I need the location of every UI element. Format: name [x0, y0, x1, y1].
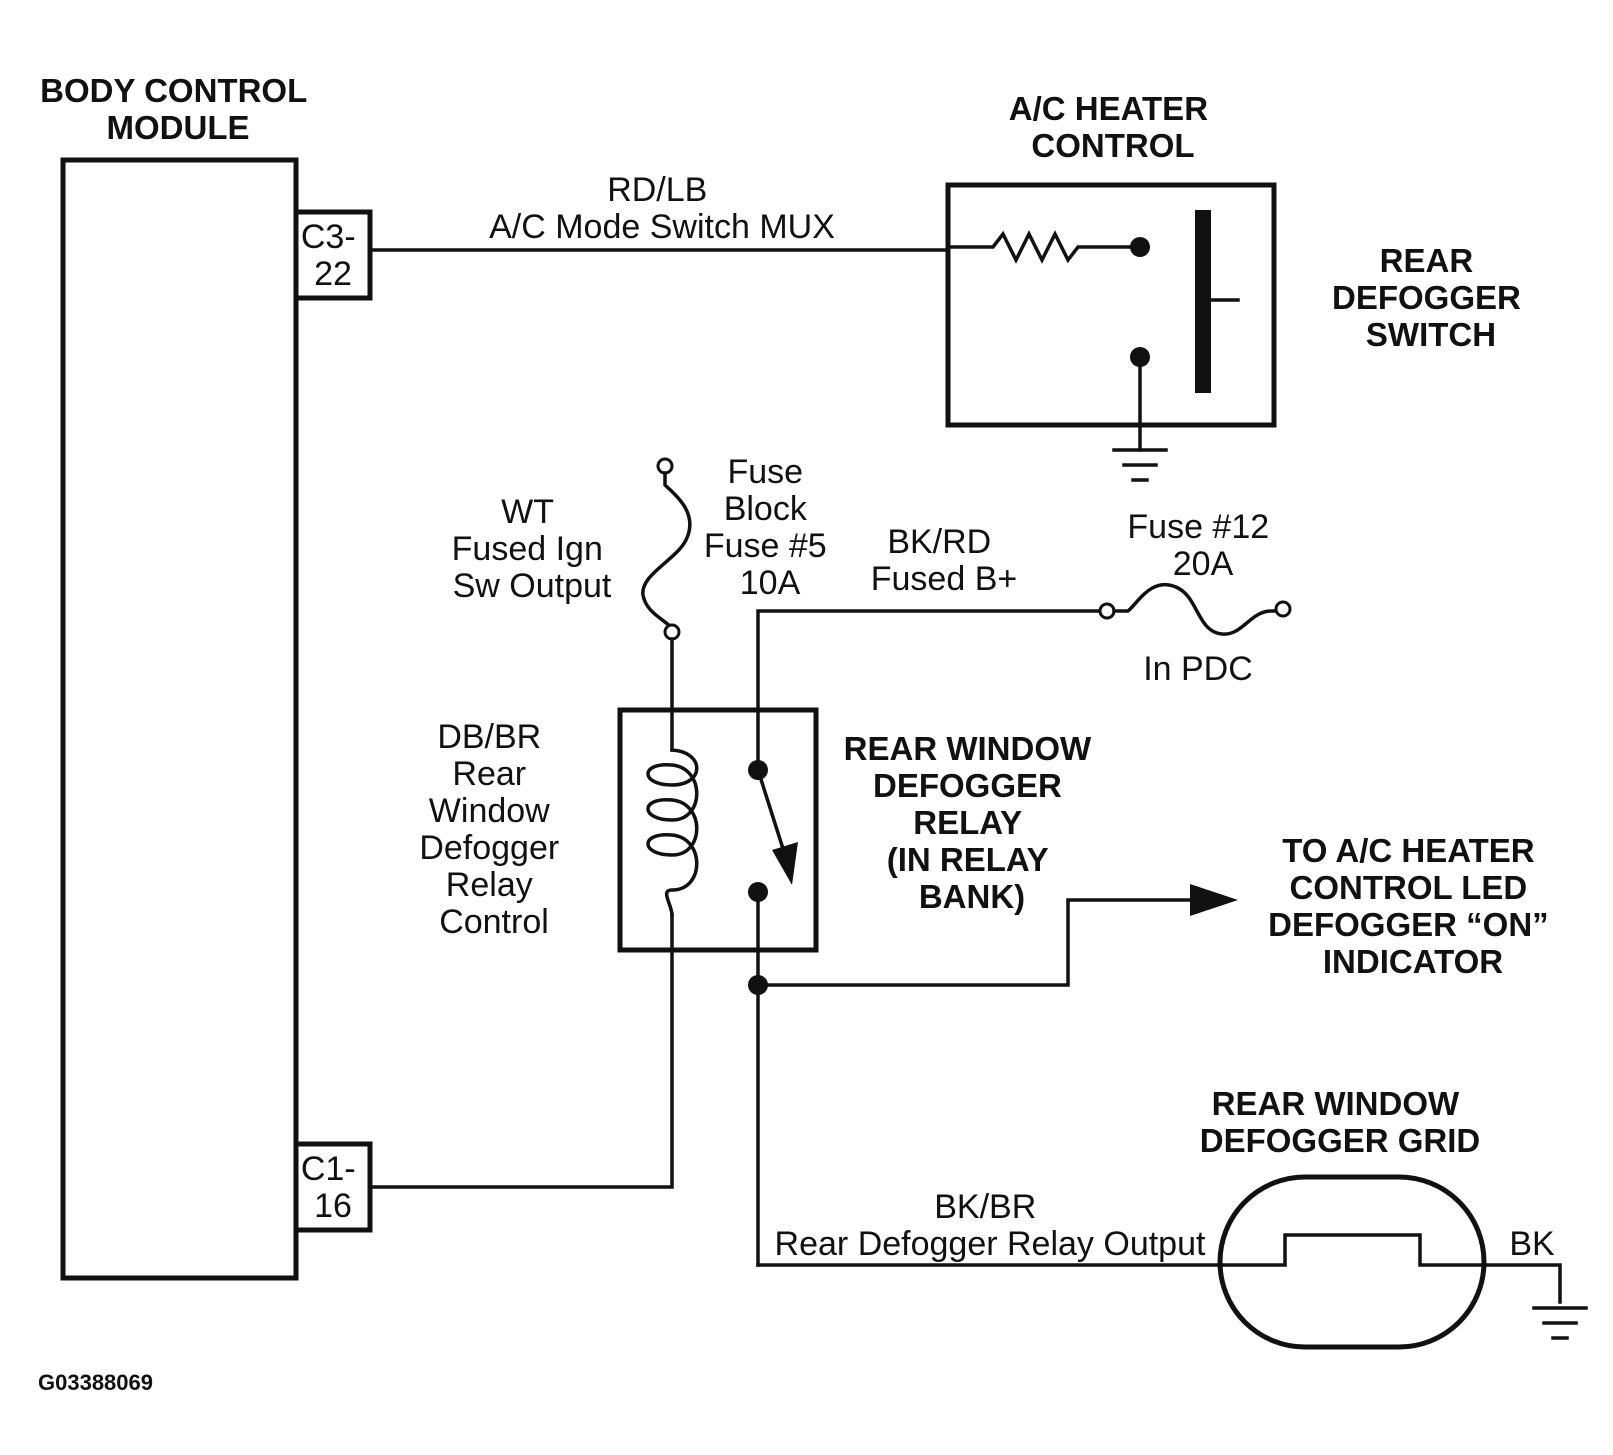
fuse-5-terminal-bottom — [663, 623, 681, 641]
wire-wt-label: WT Fused Ign Sw Output — [452, 493, 613, 605]
bcm-label: BODY CONTROL MODULE — [40, 72, 316, 146]
ac-heater-control: A/C HEATER CONTROL REAR DEFOGGER SWITCH — [945, 90, 1530, 482]
fuse-5-symbol — [641, 471, 692, 631]
body-control-module: BODY CONTROL MODULE C3- 22 C1- 16 — [40, 72, 373, 1281]
wire-label-line: DB/BR — [437, 718, 541, 756]
connector-label-line: C3- — [301, 218, 356, 256]
fuse-12-terminal-left — [1098, 602, 1116, 620]
ac-heater-control-label: A/C HEATER CONTROL — [1009, 90, 1217, 164]
relay-label-line: DEFOGGER — [873, 767, 1062, 804]
grid-outline — [1217, 1174, 1487, 1350]
connector-label-line: 16 — [314, 1187, 352, 1225]
ac-heater-label-line: A/C HEATER — [1009, 90, 1208, 127]
relay-label-line: BANK) — [919, 878, 1025, 915]
led-label-line: CONTROL LED — [1290, 869, 1528, 906]
wire-label-line: Relay — [446, 866, 533, 904]
relay-switch-arm — [755, 767, 788, 858]
relay-coil-symbol — [646, 748, 699, 917]
ground-icon — [1532, 1306, 1588, 1340]
fuse-12: Fuse #12 20A In PDC — [1098, 508, 1292, 688]
ac-heater-label-line: CONTROL — [1031, 127, 1194, 164]
wire-db-br-label: DB/BR Rear Window Defogger Relay Control — [419, 718, 568, 941]
connector-c3-22-label: C3- 22 — [301, 218, 365, 293]
wire-label-line: Window — [429, 792, 550, 830]
arrow-right-icon — [1190, 884, 1238, 916]
wire-bk-br-label: BK/BR Rear Defogger Relay Output — [775, 1188, 1206, 1263]
fuse-label-line: Fuse #5 — [704, 527, 827, 565]
connector-label-line: 22 — [314, 255, 352, 293]
relay-label-line: REAR WINDOW — [844, 730, 1092, 767]
switch-label-line: REAR — [1380, 242, 1474, 279]
wire-rd-lb-label: RD/LB A/C Mode Switch MUX — [489, 171, 835, 246]
bcm-label-line: BODY CONTROL — [40, 72, 307, 109]
rear-defogger-switch-label: REAR DEFOGGER SWITCH — [1332, 242, 1530, 353]
fuse-5-label: Fuse Block Fuse #5 10A — [704, 453, 836, 602]
wire-label-line: Defogger — [419, 829, 559, 867]
wire-to-ac-led — [756, 898, 1202, 987]
resistor-symbol — [946, 230, 1140, 264]
wire-bk-rd-label: BK/RD Fused B+ — [871, 523, 1017, 598]
wire-label-line: Control — [439, 903, 549, 941]
wire-label-line: Fused Ign — [452, 530, 603, 568]
wire-label-line: BK/RD — [887, 523, 991, 561]
led-label-line: INDICATOR — [1323, 943, 1503, 980]
switch-bar — [1195, 210, 1211, 393]
wire-db-br — [368, 913, 674, 1189]
fuse-5: Fuse Block Fuse #5 10A — [641, 453, 836, 641]
in-pdc-label: In PDC — [1143, 650, 1253, 688]
relay-label-line: RELAY — [913, 804, 1022, 841]
wire-label-line: Rear — [452, 755, 526, 793]
switch-contact-upper — [1130, 237, 1150, 257]
fuse-12-terminal-right — [1274, 600, 1292, 618]
ac-heater-control-box — [945, 182, 1277, 428]
bcm-label-line: MODULE — [107, 109, 250, 146]
wire-label-line: BK/BR — [934, 1188, 1036, 1226]
connector-c3-22 — [293, 209, 373, 301]
relay-label: REAR WINDOW DEFOGGER RELAY (IN RELAY BAN… — [844, 730, 1101, 915]
fuse-12-label: Fuse #12 20A — [1127, 508, 1278, 583]
wire-bk-label: BK — [1509, 1225, 1555, 1263]
bcm-box — [60, 157, 299, 1281]
relay-box — [617, 707, 819, 953]
led-label-line: TO A/C HEATER — [1282, 832, 1535, 869]
to-ac-led-label: TO A/C HEATER CONTROL LED DEFOGGER “ON” … — [1268, 832, 1558, 980]
wire-label-line: WT — [501, 493, 553, 531]
figure-id: G03388069 — [38, 1370, 153, 1395]
rear-window-defogger-grid: REAR WINDOW DEFOGGER GRID — [756, 1085, 1588, 1350]
wire-label-line: Rear Defogger Relay Output — [775, 1225, 1206, 1263]
led-label-line: DEFOGGER “ON” — [1268, 906, 1549, 943]
fuse-label-line: Block — [724, 490, 808, 528]
rear-window-defogger-relay: REAR WINDOW DEFOGGER RELAY (IN RELAY BAN… — [617, 707, 1101, 953]
fuse-label-line: Fuse #12 — [1127, 508, 1269, 546]
connector-label-line: C1- — [301, 1150, 356, 1188]
switch-label-line: DEFOGGER — [1332, 279, 1521, 316]
fuse-5-terminal-top — [656, 457, 674, 475]
wire-grid-element — [756, 1233, 1562, 1304]
relay-label-line: (IN RELAY — [887, 841, 1049, 878]
wire-label-line: Fused B+ — [871, 560, 1017, 598]
ground-icon — [1112, 448, 1168, 482]
grid-label-line: DEFOGGER GRID — [1200, 1122, 1481, 1159]
fuse-label-line: 20A — [1173, 545, 1234, 583]
wire-label-line: RD/LB — [607, 171, 707, 209]
wire-label-line: Sw Output — [453, 567, 612, 605]
wire-bk-rd — [756, 609, 1102, 772]
grid-label-line: REAR WINDOW — [1212, 1085, 1460, 1122]
relay-arrow-icon — [772, 842, 798, 885]
fuse-label-line: Fuse — [727, 453, 803, 491]
connector-c1-16-label: C1- 16 — [301, 1150, 365, 1225]
fuse-12-symbol — [1112, 582, 1278, 636]
fuse-label-line: 10A — [740, 564, 801, 602]
switch-label-line: SWITCH — [1366, 316, 1496, 353]
grid-label: REAR WINDOW DEFOGGER GRID — [1200, 1085, 1481, 1159]
wire-label-line: A/C Mode Switch MUX — [489, 208, 835, 246]
